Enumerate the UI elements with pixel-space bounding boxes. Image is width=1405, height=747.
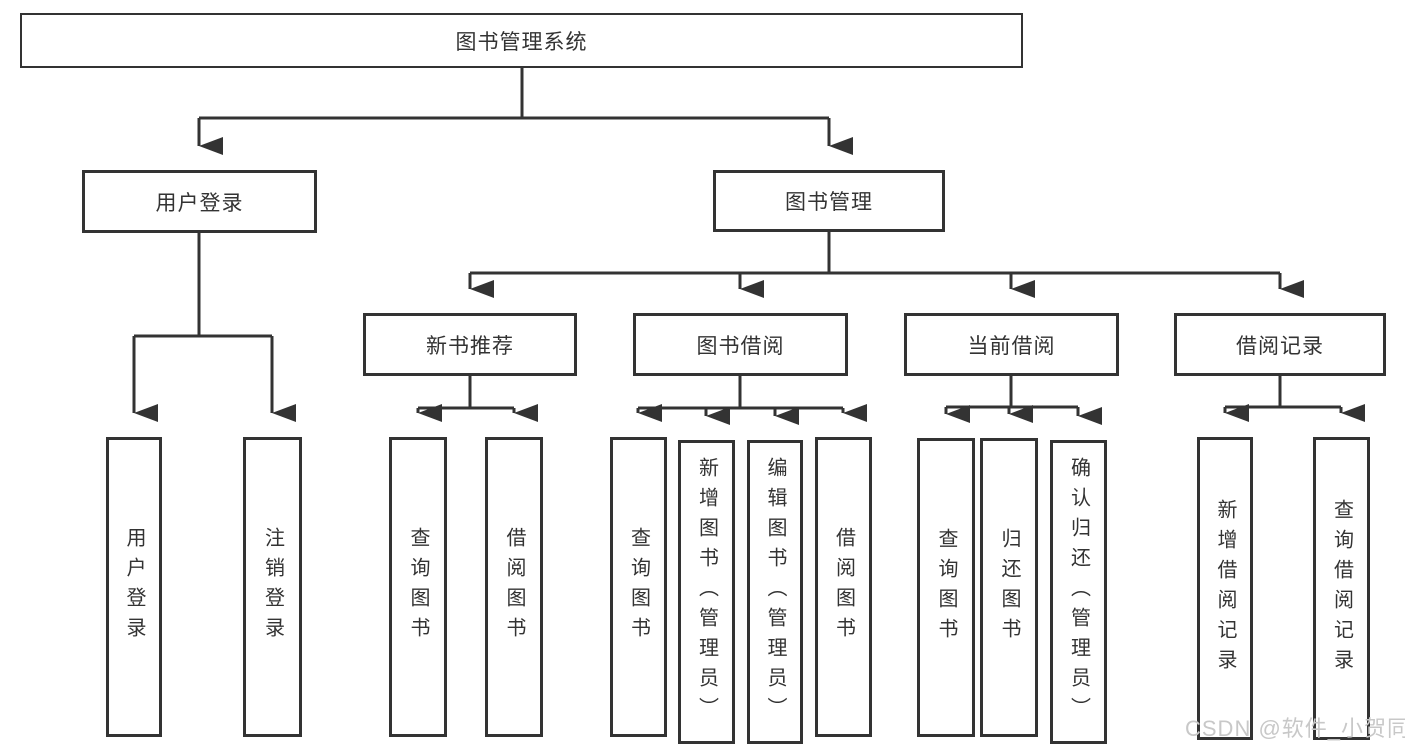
leaf-current-query-book: 查询图书 <box>917 438 975 737</box>
node-root: 图书管理系统 <box>20 13 1023 68</box>
leaf-current-return-book: 归还图书 <box>980 438 1038 737</box>
leaf-borrow-borrow-book: 借阅图书 <box>815 437 872 737</box>
node-new-book-recommend: 新书推荐 <box>363 313 577 376</box>
node-book-borrow: 图书借阅 <box>633 313 848 376</box>
csdn-watermark: CSDN @软件_小贺同学 <box>1185 716 1405 741</box>
leaf-borrow-add-book-admin: 新增图书（管理员） <box>678 440 735 744</box>
node-current-borrow: 当前借阅 <box>904 313 1119 376</box>
node-user-login: 用户登录 <box>82 170 317 233</box>
node-borrow-record: 借阅记录 <box>1174 313 1386 376</box>
leaf-user-login: 用户登录 <box>106 437 162 737</box>
node-book-management: 图书管理 <box>713 170 945 232</box>
leaf-logout-login: 注销登录 <box>243 437 302 737</box>
leaf-record-add: 新增借阅记录 <box>1197 437 1253 740</box>
leaf-current-confirm-return-admin: 确认归还（管理员） <box>1050 440 1107 744</box>
leaf-recommend-borrow-book: 借阅图书 <box>485 437 543 737</box>
leaf-borrow-query-book: 查询图书 <box>610 437 667 737</box>
leaf-borrow-edit-book-admin: 编辑图书（管理员） <box>747 440 803 744</box>
leaf-recommend-query-book: 查询图书 <box>389 437 447 737</box>
leaf-record-query: 查询借阅记录 <box>1313 437 1370 740</box>
